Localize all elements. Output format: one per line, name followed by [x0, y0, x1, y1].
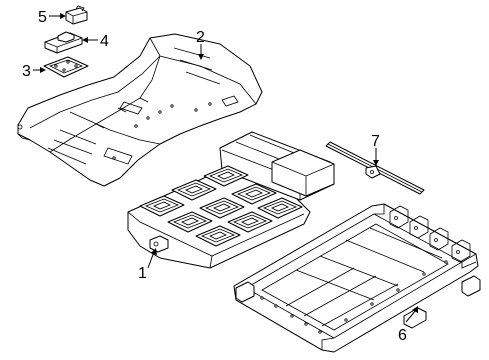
callout-7: 7: [371, 133, 380, 150]
callout-3: 3: [22, 63, 31, 80]
module-block: [171, 179, 217, 201]
part-2-battery-cover: [17, 33, 263, 187]
callout-leaders: [33, 13, 418, 323]
callout-4: 4: [100, 33, 109, 50]
callout-labels: 5 4 3 2 1 7 6: [22, 9, 407, 344]
module-block: [139, 195, 185, 217]
callout-5: 5: [38, 9, 47, 26]
part-7-rod: [325, 141, 425, 195]
module-block: [231, 183, 277, 205]
part-6-lower-frame: [233, 203, 481, 353]
module-block: [195, 225, 241, 247]
part-4-bracket: [44, 31, 83, 54]
callout-2: 2: [196, 29, 205, 46]
callout-6: 6: [398, 327, 407, 344]
module-block: [167, 211, 213, 233]
module-block: [199, 197, 245, 219]
part-3-gasket-plate: [43, 56, 89, 78]
part-5-connector-plug: [65, 5, 88, 25]
module-block: [203, 165, 249, 187]
module-block: [257, 197, 303, 219]
callout-1: 1: [138, 265, 147, 282]
module-block: [227, 211, 273, 233]
part-1-battery-modules: [127, 131, 335, 269]
